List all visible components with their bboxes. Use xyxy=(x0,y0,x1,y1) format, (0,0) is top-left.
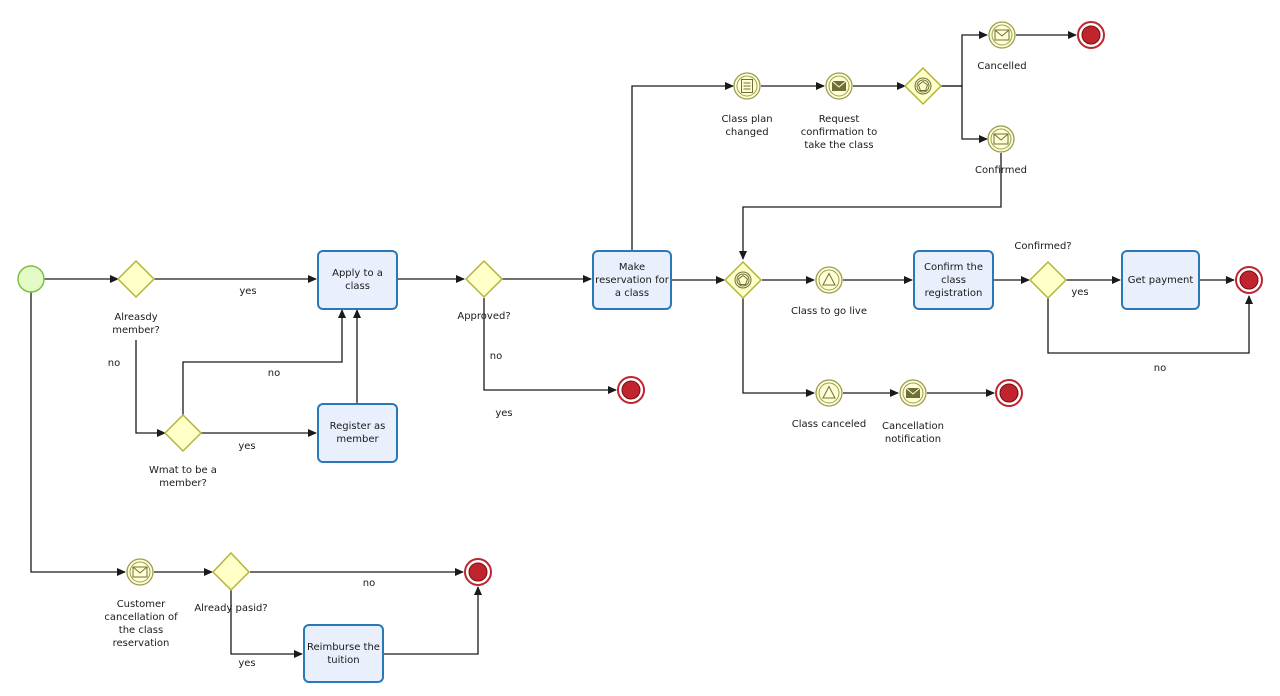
task-apply-to-class[interactable] xyxy=(317,250,398,310)
sequence-flows xyxy=(30,31,1253,658)
event-confirmed[interactable] xyxy=(987,125,1015,153)
end-event-cancelled[interactable] xyxy=(1077,21,1105,49)
event-label-class-plan-changed: Class plan changed xyxy=(721,114,773,138)
flow-label-yes-apply: yes xyxy=(239,286,257,297)
event-customer-cancellation[interactable] xyxy=(126,558,154,586)
conditional-icon xyxy=(741,79,753,93)
gateway-label-want-member: Wmat to be a member? xyxy=(149,465,217,489)
task-label-reimburse: Reimburse the tuition xyxy=(307,641,380,666)
event-cancellation-notification[interactable] xyxy=(899,379,927,407)
flow-confirmed-back xyxy=(739,153,1002,260)
flow-label-yes-approved: yes xyxy=(495,408,513,419)
task-label-apply: Apply to a class xyxy=(332,268,383,292)
flow-label-no-register: no xyxy=(267,368,281,379)
event-cancelled[interactable] xyxy=(988,21,1016,49)
flow-label-no-paid: no xyxy=(362,578,376,589)
event-class-plan-changed[interactable] xyxy=(733,72,761,100)
task-make-reservation[interactable] xyxy=(592,250,672,310)
event-class-to-go-live[interactable] xyxy=(815,266,843,294)
signal-icon xyxy=(822,272,836,286)
flow-member-no xyxy=(135,340,166,437)
end-event-class-canceled[interactable] xyxy=(995,379,1023,407)
gateway-label-already-member: Alreasdy member? xyxy=(112,312,160,336)
event-based-gateway-top[interactable] xyxy=(903,66,943,106)
gateway-confirmed[interactable] xyxy=(1028,260,1068,300)
end-event-payment[interactable] xyxy=(1235,266,1263,294)
gateway-already-paid[interactable] xyxy=(211,551,251,592)
flow-paid-yes xyxy=(230,590,303,658)
flow-want-no-apply xyxy=(182,309,346,415)
flow-label-no-payment: no xyxy=(1153,363,1167,374)
gateway-label-already-paid: Already pasid? xyxy=(194,603,268,614)
task-label-confirm-registration: Confirm the class registration xyxy=(923,261,983,299)
flow-label-yes-payment: yes xyxy=(1071,287,1089,298)
task-confirm-registration[interactable] xyxy=(913,250,994,310)
flow-confirmed-no xyxy=(1047,295,1253,354)
flow-to-class-canceled xyxy=(742,298,815,397)
signal-icon xyxy=(822,385,836,399)
event-label-request-confirmation: Request confirmation to take the class xyxy=(800,114,878,151)
gateway-approved[interactable] xyxy=(464,259,504,299)
event-label-confirmed: Confirmed xyxy=(975,165,1027,176)
envelope-icon xyxy=(132,566,148,578)
flow-approved-no xyxy=(483,298,617,394)
task-get-payment[interactable] xyxy=(1121,250,1200,310)
task-label-reservation: Make reservation for a class xyxy=(595,261,669,299)
task-label-register: Register as member xyxy=(329,421,386,445)
task-reimburse-tuition[interactable] xyxy=(303,624,384,683)
envelope-icon xyxy=(905,387,921,398)
gateway-label-confirmed: Confirmed? xyxy=(1014,241,1072,252)
event-label-cancelled: Cancelled xyxy=(977,61,1027,72)
gateway-label-approved: Approved? xyxy=(457,311,511,322)
end-event-customer-cancellation[interactable] xyxy=(464,558,492,586)
flow-label-no-approved: no xyxy=(489,351,503,362)
event-label-class-canceled: Class canceled xyxy=(791,419,867,430)
envelope-icon xyxy=(831,80,847,91)
flow-label-yes-paid: yes xyxy=(238,658,256,669)
task-register-as-member[interactable] xyxy=(317,403,398,463)
task-label-get-payment: Get payment xyxy=(1127,274,1194,286)
event-label-cancellation-notification: Cancellation notification xyxy=(882,421,944,445)
envelope-icon xyxy=(993,133,1009,145)
gateway-already-member[interactable] xyxy=(116,259,156,299)
flow-start-to-customer-cancellation xyxy=(30,292,126,576)
event-label-customer-cancellation: Customer cancellation of the class reser… xyxy=(104,599,178,649)
flow-reimburse-to-end xyxy=(383,586,482,655)
end-event-rejected[interactable] xyxy=(617,376,645,404)
envelope-icon xyxy=(994,29,1010,41)
event-class-canceled[interactable] xyxy=(815,379,843,407)
flow-to-confirmed xyxy=(941,85,988,143)
event-based-gateway-middle[interactable] xyxy=(723,260,763,300)
event-request-confirmation[interactable] xyxy=(825,72,853,100)
flow-label-no-member: no xyxy=(107,358,121,369)
start-event[interactable] xyxy=(17,265,45,293)
flow-to-class-plan-changed xyxy=(631,82,734,251)
flow-label-yes-register: yes xyxy=(238,441,256,452)
gateway-want-member[interactable] xyxy=(163,413,203,453)
event-label-class-to-go-live: Class to go live xyxy=(791,306,867,317)
